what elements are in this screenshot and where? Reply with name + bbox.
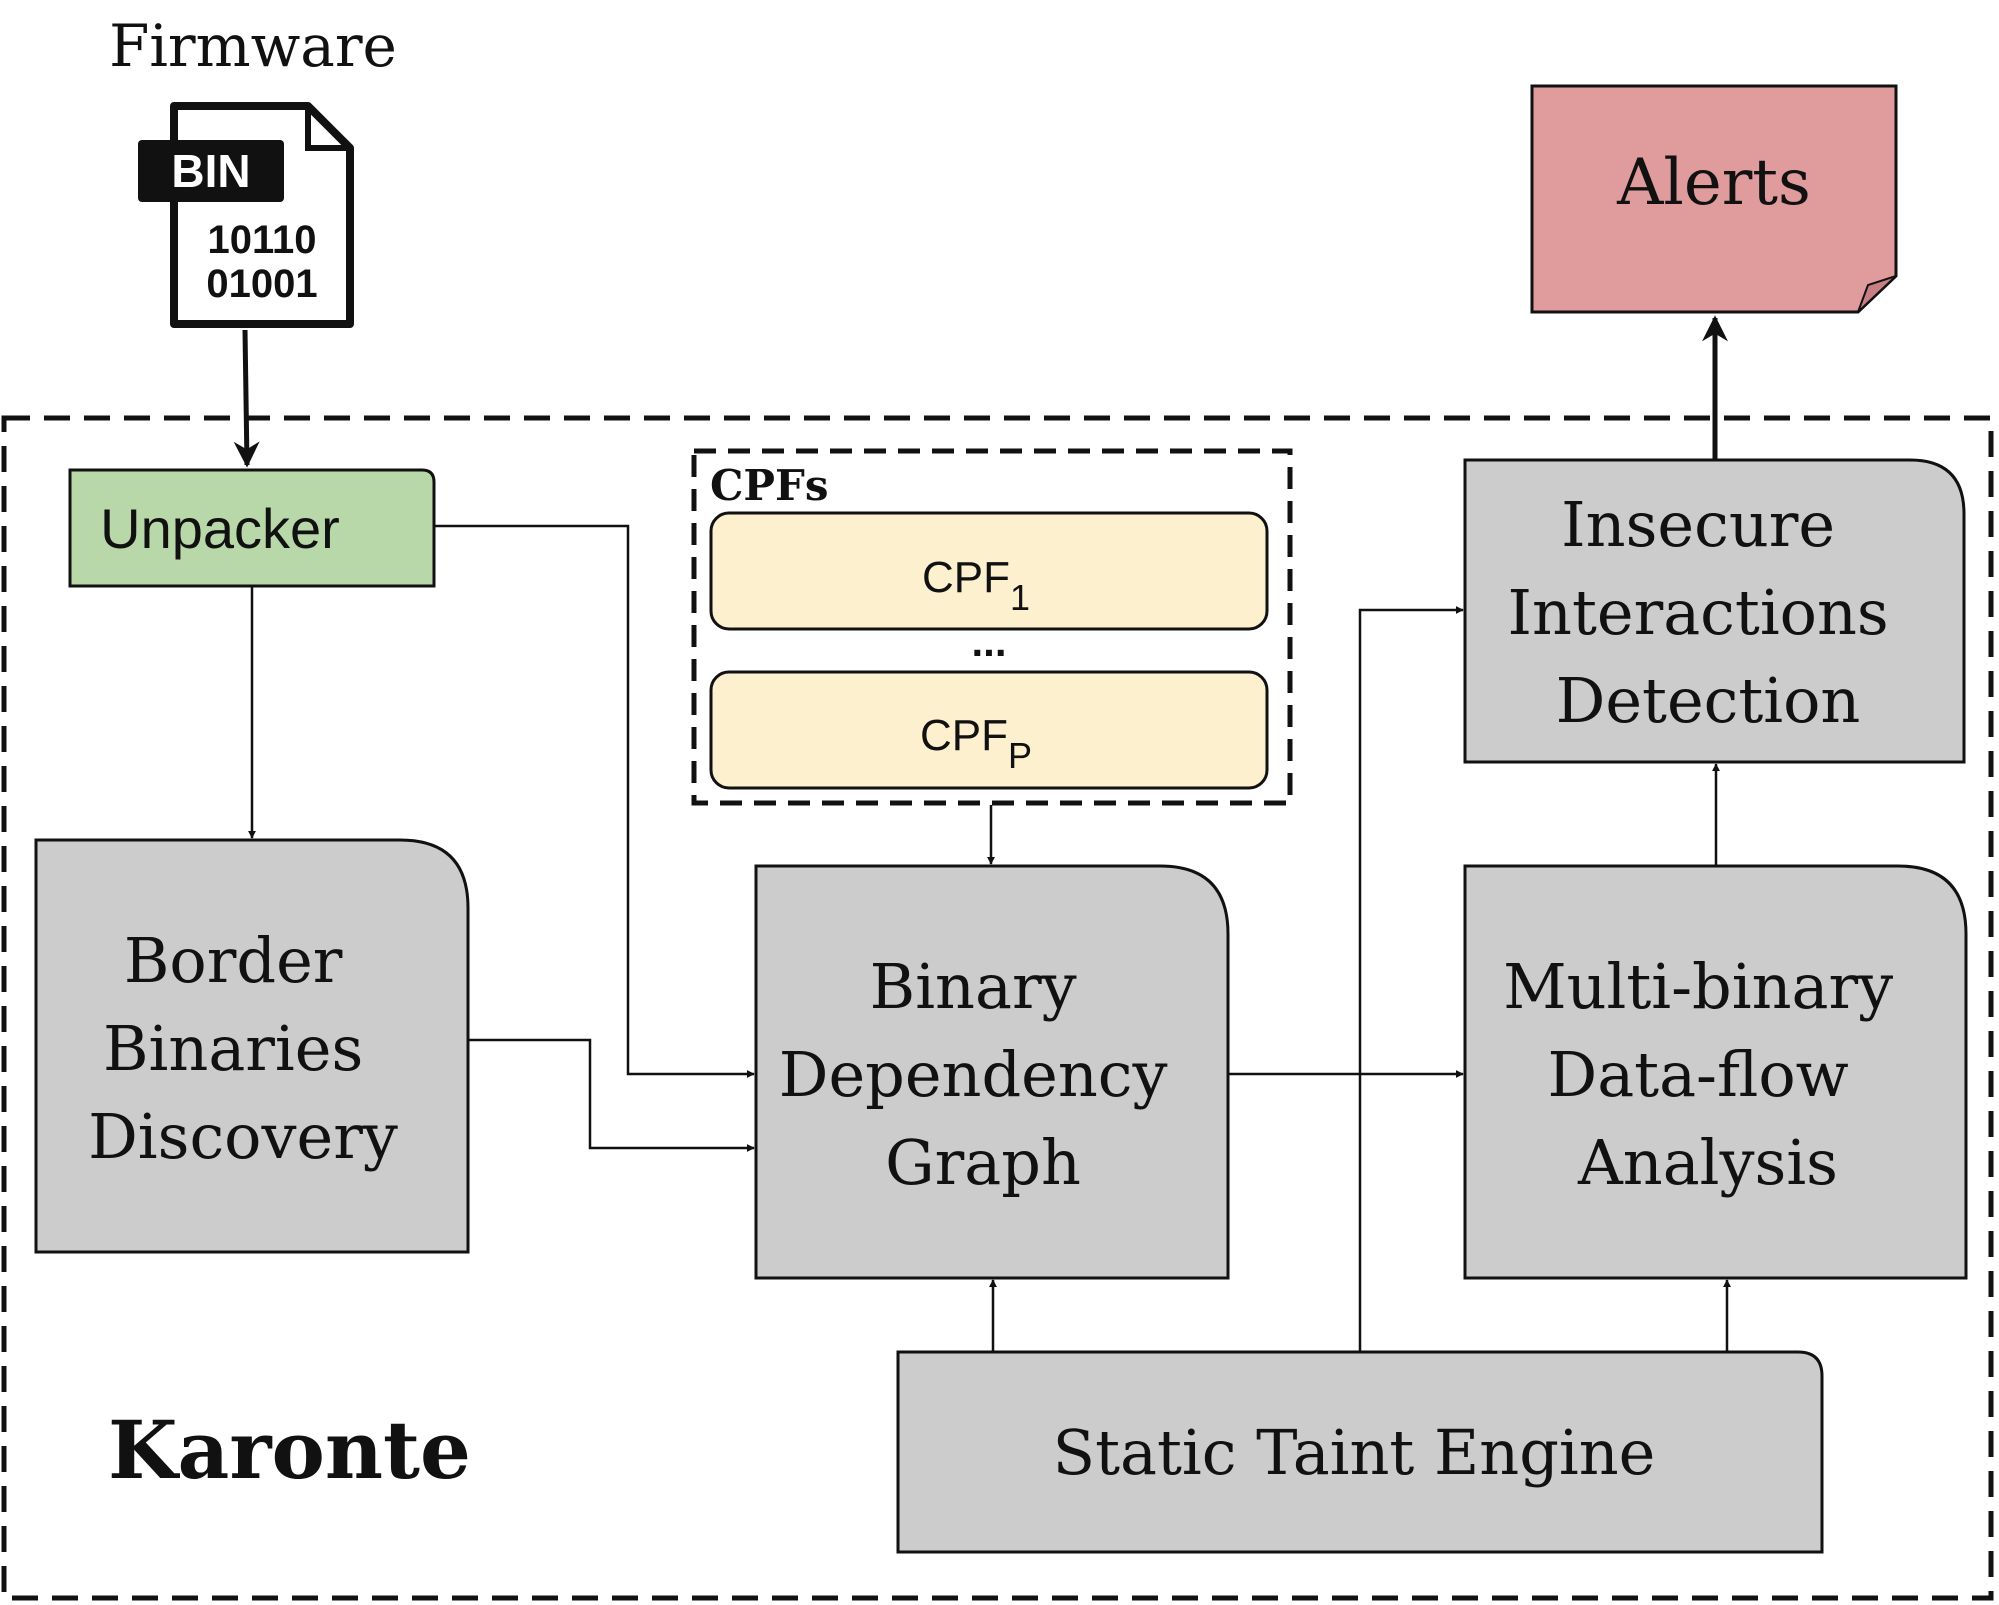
cpfs-group-boundary (691, 448, 1293, 806)
svg-text:CPFP: CPFP (920, 711, 1032, 776)
arrow-taint-to-insecure (1358, 606, 1464, 1352)
cpf-p-box: CPFP (709, 670, 1269, 790)
cpfs-ellipsis: ... (971, 618, 1006, 665)
border-binaries-line3: Discovery (88, 1100, 398, 1173)
insecure-interactions-detection-module: Insecure Interactions Detection (1463, 458, 1966, 764)
alerts-label: Alerts (1616, 146, 1811, 220)
border-binaries-discovery-module: Border Binaries Discovery (34, 838, 470, 1254)
cpf-1-name: CPF (922, 553, 1010, 602)
karonte-label: Karonte (108, 1403, 471, 1497)
bin-bits-line1: 10110 (207, 218, 316, 262)
static-taint-engine-module: Static Taint Engine (896, 1350, 1824, 1554)
bin-badge-text: BIN (171, 145, 250, 197)
arrow-border-to-bdg (468, 1038, 755, 1152)
cpf-p-subscript: P (1008, 735, 1032, 776)
arrow-unpacker-to-bdg (434, 524, 755, 1078)
cpf-p-name: CPF (920, 711, 1008, 760)
svg-text:CPF1: CPF1 (922, 553, 1030, 618)
bdg-line1: Binary (870, 950, 1077, 1023)
unpacker-label: Unpacker (100, 497, 340, 560)
unpacker-module: Unpacker (68, 468, 436, 588)
cpf-1-box: CPF1 (709, 511, 1269, 631)
border-binaries-line2: Binaries (103, 1012, 363, 1085)
bdg-line3: Graph (885, 1126, 1081, 1199)
bin-bits-line2: 01001 (206, 262, 317, 306)
border-binaries-line1: Border (124, 924, 343, 997)
svg-text:Binary Dependency: Binary Dependency Graph (779, 950, 1188, 1199)
binary-file-icon: BIN 10110 01001 (138, 102, 354, 328)
multibinary-line3: Analysis (1577, 1126, 1838, 1199)
cpf-1-subscript: 1 (1010, 577, 1030, 618)
svg-text:Insecure Interactions: Insecure Interactions Detection (1508, 488, 1909, 737)
svg-text:Multi-binary Data-flow: Multi-binary Data-flow Analysis (1503, 950, 1913, 1199)
bdg-line2: Dependency (779, 1038, 1168, 1111)
svg-text:Border Binaries Di: Border Binaries Discovery (88, 924, 398, 1173)
binary-dependency-graph-module: Binary Dependency Graph (754, 864, 1230, 1280)
multi-binary-dataflow-module: Multi-binary Data-flow Analysis (1463, 864, 1968, 1280)
firmware-label: Firmware (109, 12, 397, 80)
multibinary-line2: Data-flow (1548, 1038, 1849, 1111)
cpfs-title: CPFs (710, 461, 828, 510)
karonte-boundary (1, 415, 1994, 1601)
insecure-line2: Interactions (1508, 576, 1889, 649)
multibinary-line1: Multi-binary (1503, 950, 1893, 1023)
insecure-line3: Detection (1556, 664, 1861, 737)
taint-engine-label: Static Taint Engine (1053, 1416, 1656, 1489)
arrow-firmware-to-unpacker (233, 329, 260, 468)
insecure-line1: Insecure (1561, 488, 1835, 561)
alerts-box: Alerts (1530, 84, 1898, 314)
